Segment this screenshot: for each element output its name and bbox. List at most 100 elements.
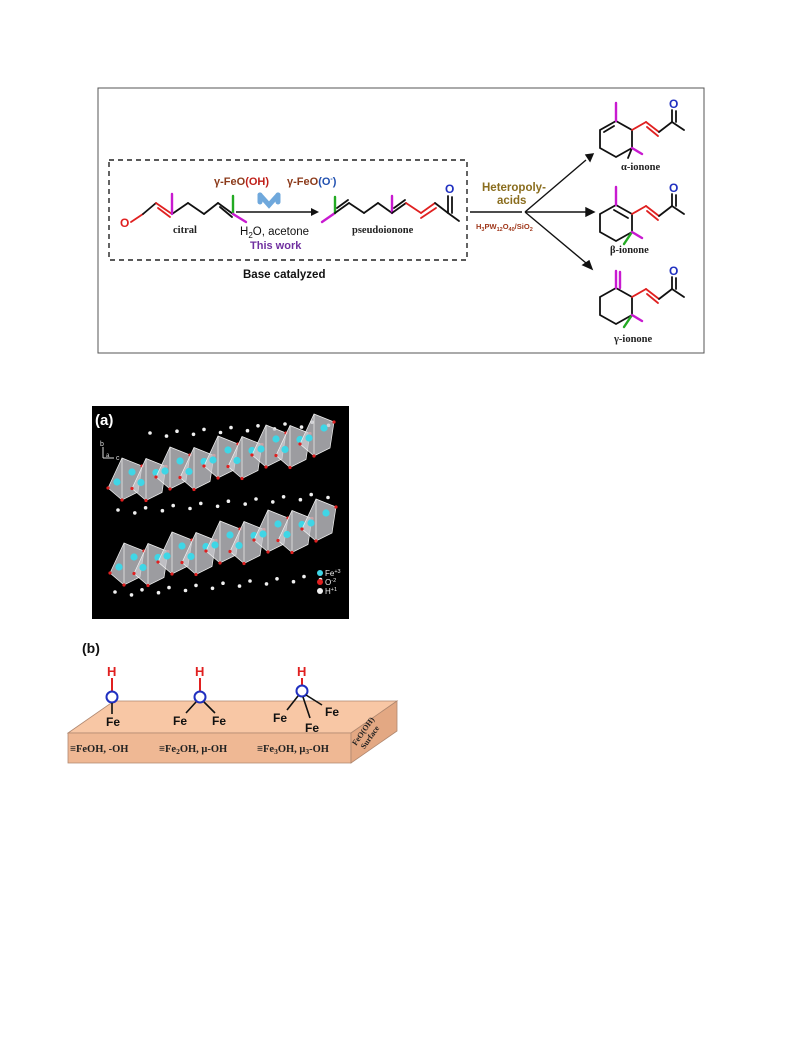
hydrogen-atom <box>143 506 148 510</box>
hydrogen-atom <box>133 511 137 515</box>
site3-O <box>295 684 309 698</box>
hydrogen-atom <box>202 427 206 432</box>
oxygen-atom <box>180 560 184 565</box>
oxygen-atom <box>300 527 304 531</box>
crystal-panel-label: (a) <box>95 412 113 429</box>
hydrogen-atom <box>194 583 198 588</box>
hydrogen-atom <box>229 425 233 430</box>
catalyst-feoo: γ-FeO(O-) <box>287 176 337 188</box>
hydrogen-atom <box>129 593 134 597</box>
hydrogen-atom <box>113 590 117 594</box>
hydrogen-atom <box>281 495 286 499</box>
oxygen-atom <box>252 538 256 542</box>
hydrogen-atom <box>148 431 152 435</box>
legend-o-label: O-2 <box>325 578 336 587</box>
hydrogen-atom <box>326 495 330 500</box>
hydrogen-atom <box>171 503 175 508</box>
iron-atom <box>224 446 232 454</box>
oxygen-atom <box>178 475 182 480</box>
site3-Fe-left: Fe <box>273 711 287 725</box>
hydrogen-atom <box>264 582 269 586</box>
feooh-octahedron <box>299 413 335 457</box>
iron-atom <box>161 467 169 475</box>
oxygen-atom <box>298 442 302 446</box>
iron-atom <box>274 520 282 528</box>
hydrogen-atom <box>271 500 275 504</box>
feooh-octahedron <box>301 498 337 542</box>
beta-ionone-O: O <box>669 181 678 195</box>
pseudoionone-molecule <box>320 194 460 224</box>
surface-panel-label: (b) <box>82 640 100 656</box>
hydrogen-atom <box>221 581 225 585</box>
site3-label: ≡Fe3OH, μ3-OH <box>257 744 329 756</box>
oxygen-atom <box>108 571 112 575</box>
iron-atom <box>187 552 195 561</box>
iron-atom <box>233 456 241 465</box>
oxygen-atom <box>132 571 136 576</box>
legend-h-label: H+1 <box>325 587 337 596</box>
hydrogen-atom <box>243 502 247 506</box>
oxygen-atom <box>106 486 110 490</box>
oxygen-atom <box>288 465 292 470</box>
iron-atom <box>113 478 121 486</box>
hydrogen-atom <box>175 429 179 434</box>
hydrogen-atom <box>210 586 215 591</box>
iron-atom <box>272 435 280 443</box>
iron-atom <box>235 541 243 550</box>
oxygen-atom <box>242 561 246 566</box>
site2-Fe-right: Fe <box>212 714 226 728</box>
hydrogen-atom <box>199 501 203 506</box>
scheme-frame <box>97 87 705 354</box>
oxygen-atom <box>266 550 270 554</box>
iron-atom <box>178 542 186 550</box>
gamma-ionone-molecule <box>599 269 685 329</box>
iron-atom <box>176 457 184 465</box>
oxygen-atom <box>218 561 222 565</box>
site2-label: ≡Fe2OH, μ-OH <box>159 744 227 756</box>
hydrogen-atom <box>275 577 279 581</box>
iron-atom <box>115 563 123 571</box>
site3-Fe-right: Fe <box>325 705 339 719</box>
oxygen-atom <box>216 476 220 480</box>
iron-atom <box>283 530 291 539</box>
catalyst-feooh: γ-FeO(OH) <box>214 176 269 188</box>
octahedra-layers <box>106 413 338 597</box>
hydrogen-atom <box>191 432 196 437</box>
base-catalyzed-label: Base catalyzed <box>243 269 325 281</box>
citral-carbonyl-O: O <box>120 216 129 230</box>
terminal-hydroxyl-site: H Fe <box>105 664 120 729</box>
hydrogen-atom <box>215 504 220 509</box>
oxygen-atom <box>168 487 172 491</box>
iron-atom <box>322 509 330 517</box>
gamma-ionone-O: O <box>669 264 678 278</box>
beta-ionone-molecule <box>599 185 685 246</box>
iron-atom <box>139 563 147 572</box>
iron-atom <box>211 541 219 549</box>
site1-Fe: Fe <box>106 715 120 729</box>
hydrogen-atom <box>291 579 296 584</box>
oxygen-atom <box>332 420 336 424</box>
hydrogen-atom <box>298 497 303 502</box>
conditions-label: H2O, acetone <box>240 226 309 240</box>
hydrogen-atom <box>156 590 161 595</box>
site1-O <box>105 690 119 704</box>
hydrogen-atom <box>160 508 165 513</box>
oxygen-atom <box>226 464 230 469</box>
axis-c-label: c <box>116 455 120 462</box>
slab-side-face <box>350 700 398 764</box>
triply-bridging-hydroxyl-site: H Fe Fe Fe <box>273 664 339 735</box>
site1-H: H <box>107 664 116 679</box>
oxygen-atom <box>122 583 126 587</box>
oxygen-atom <box>146 583 150 588</box>
legend-o-marker <box>317 579 323 585</box>
legend-fe-label: Fe+3 <box>325 569 341 578</box>
surface-hydroxyl-panel: (b) FeO(OH)Surface H Fe H Fe Fe H Fe Fe … <box>66 640 399 764</box>
hpa-catalyst: H3PW12O40/SiO2 <box>476 222 533 233</box>
crystal-structure-panel: (a) b a c Fe+3O-2H+1 <box>92 406 349 619</box>
oxygen-atom <box>228 549 232 554</box>
oxygen-atom <box>170 572 174 576</box>
hydrogen-atom <box>226 499 231 504</box>
oxygen-atom <box>250 453 254 457</box>
hpa-label-line1: Heteropoly- <box>482 182 546 194</box>
oxygen-atom <box>264 465 268 469</box>
